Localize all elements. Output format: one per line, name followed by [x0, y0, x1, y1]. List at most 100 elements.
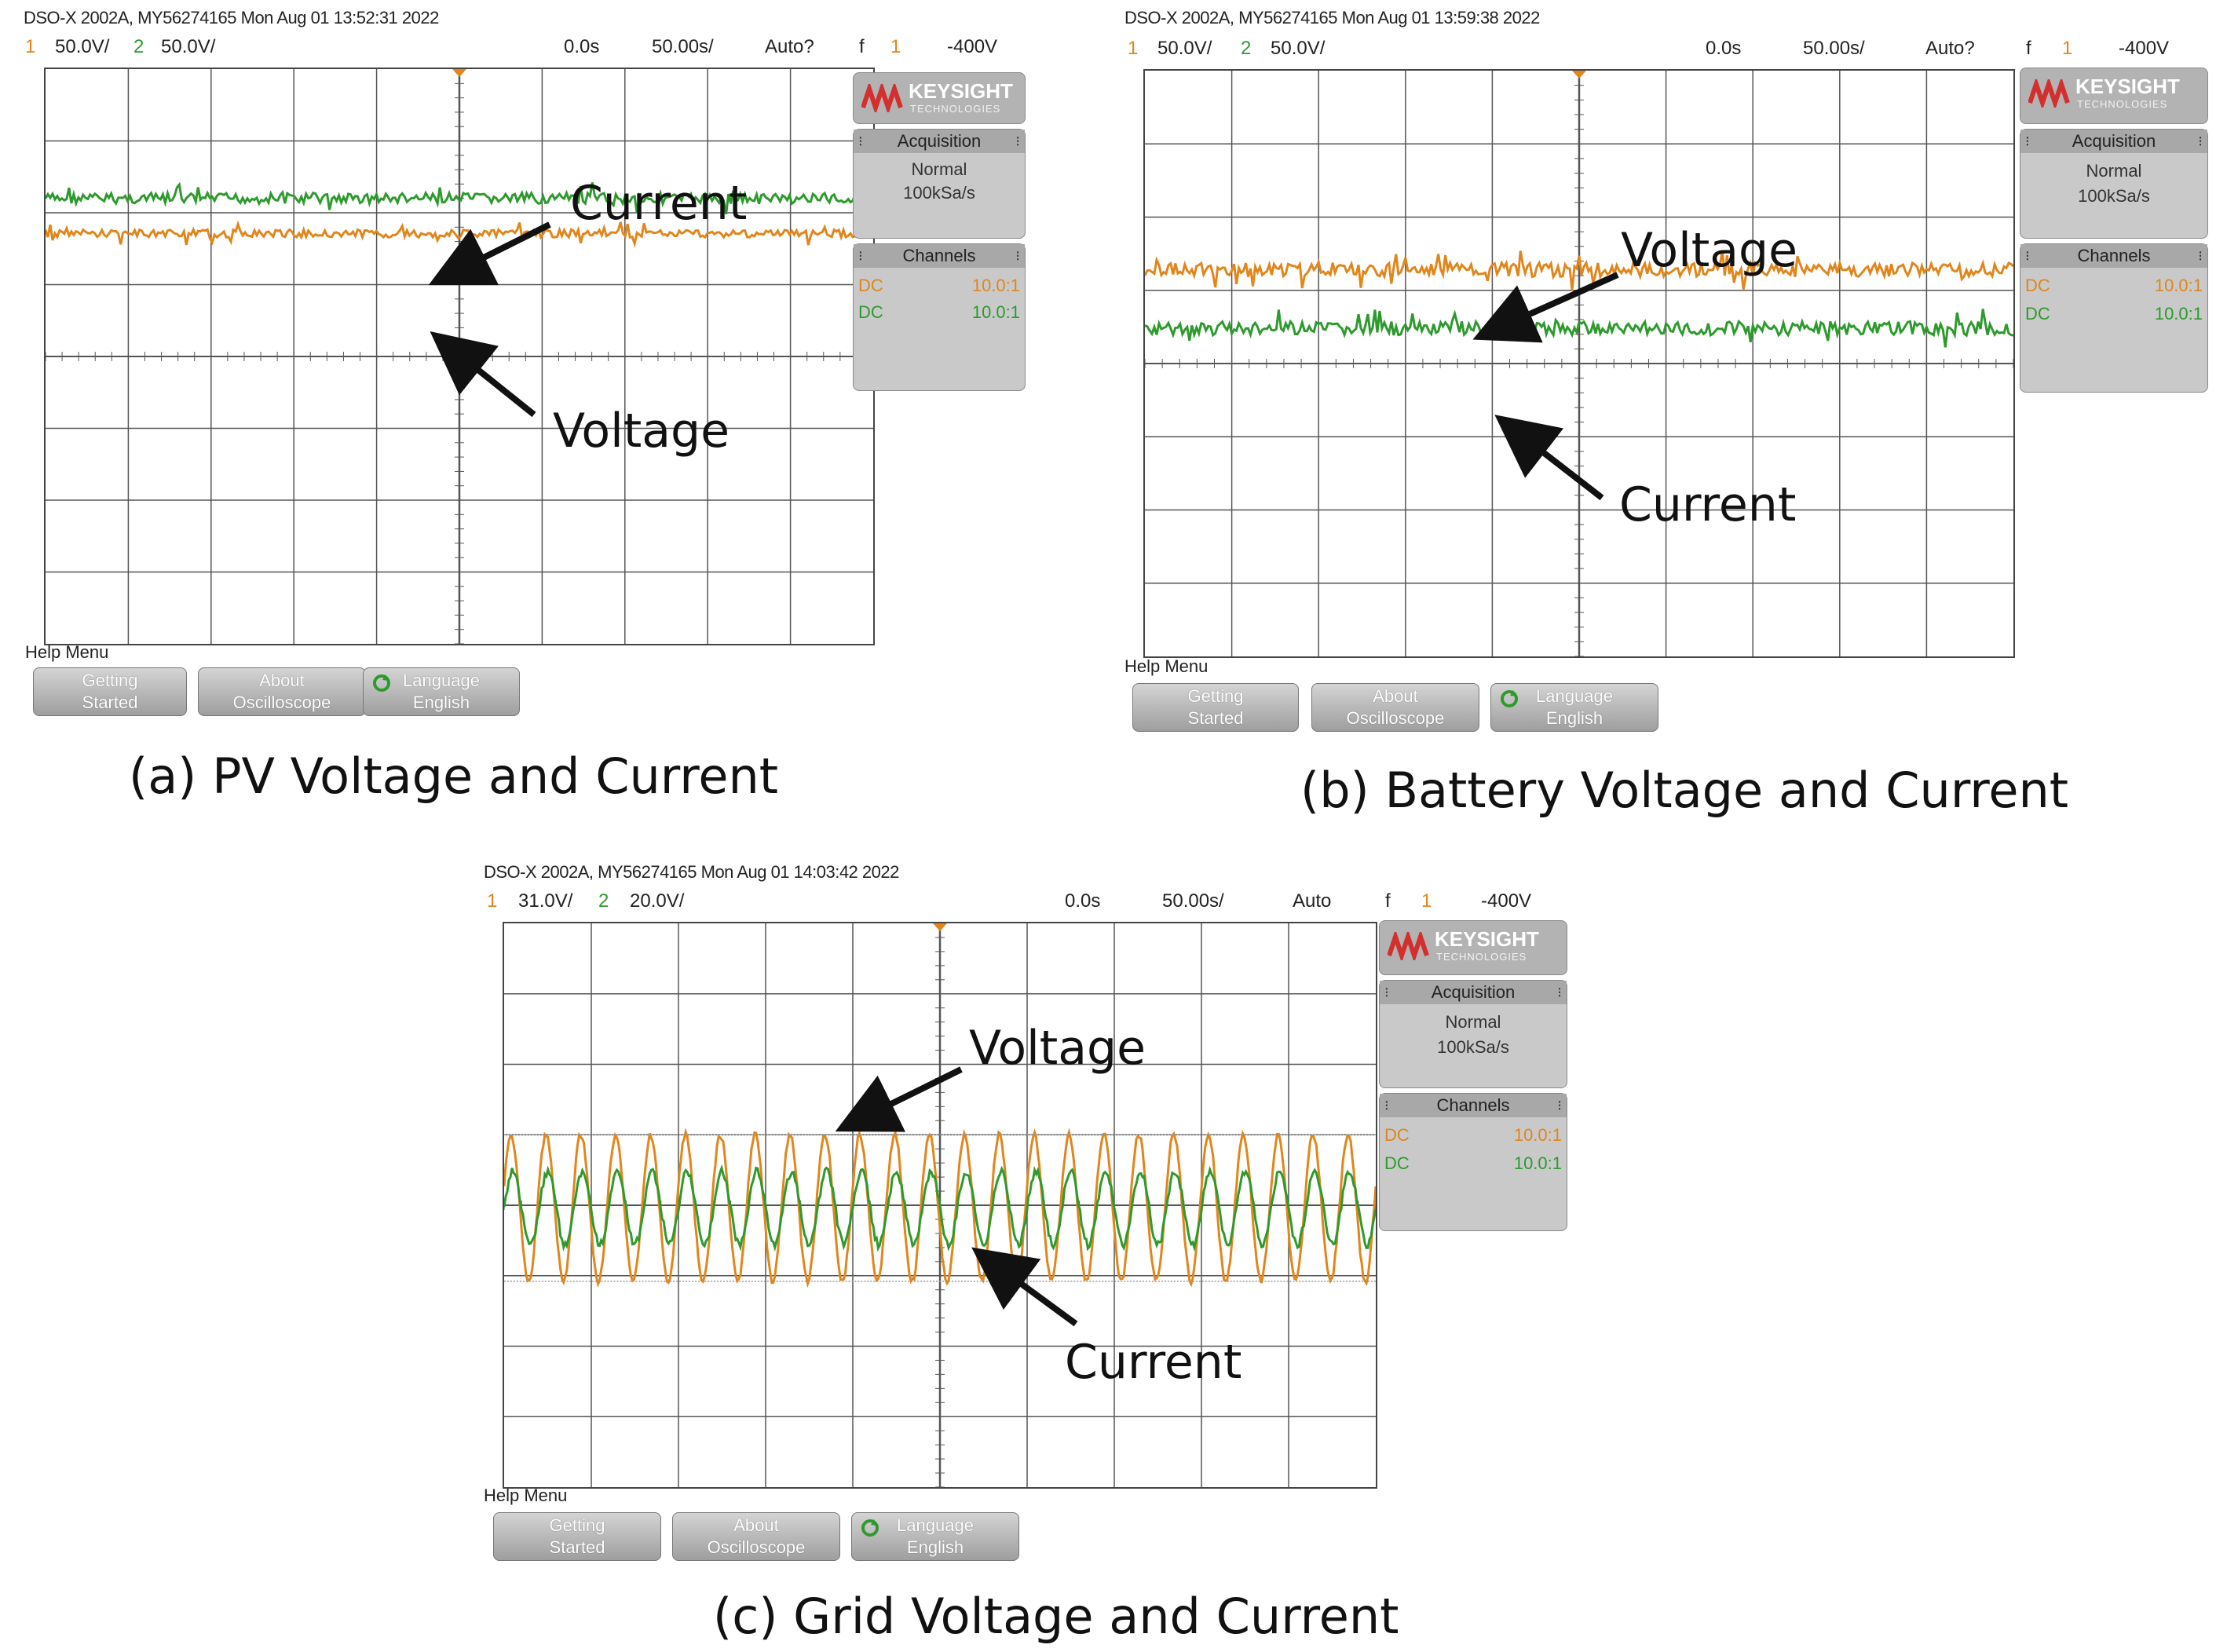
- scope-header: DSO-X 2002A, MY56274165 Mon Aug 01 14:03…: [484, 862, 899, 882]
- ch1-scale[interactable]: 50.0V/: [1157, 38, 1212, 59]
- channels-panel[interactable]: ⁝Channels⁝ DC 10.0:1 DC 10.0:1: [1379, 1093, 1567, 1231]
- side-panel: KEYSIGHT TECHNOLOGIES ⁝Acquisition⁝ Norm…: [1379, 920, 1567, 1234]
- keysight-wave-icon: [2028, 79, 2070, 108]
- ch2-scale[interactable]: 50.0V/: [161, 36, 216, 57]
- ch2-number[interactable]: 2: [598, 890, 609, 912]
- trigger-level[interactable]: -400V: [1481, 890, 1532, 912]
- acq-rate: 100kSa/s: [2078, 186, 2150, 206]
- keysight-wave-icon: [861, 84, 903, 112]
- channels-title: ⁝Channels⁝: [2020, 244, 2207, 268]
- waveform-display[interactable]: [44, 68, 875, 645]
- annotation-voltage: Voltage: [969, 1021, 1146, 1076]
- scope-header: DSO-X 2002A, MY56274165 Mon Aug 01 13:52…: [24, 8, 439, 27]
- ch1-scale[interactable]: 31.0V/: [518, 890, 573, 912]
- trigger-position-marker: [1572, 71, 1586, 79]
- status-bar: 1 31.0V/ 2 20.0V/ 0.0s 50.00s/ Auto f 1 …: [484, 890, 1575, 917]
- trigger-channel[interactable]: 1: [1421, 890, 1432, 912]
- ch2-number[interactable]: 2: [1241, 38, 1252, 59]
- caption-c: (c) Grid Voltage and Current: [713, 1588, 1399, 1645]
- waveform-svg: [46, 69, 873, 644]
- keysight-wave-icon: [1388, 932, 1429, 960]
- logo-brand: KEYSIGHT: [2075, 75, 2180, 98]
- time-scale[interactable]: 50.00s/: [1162, 890, 1224, 912]
- ch2-number[interactable]: 2: [133, 36, 144, 57]
- ch1-coupling: DC: [1384, 1125, 1410, 1145]
- time-scale[interactable]: 50.00s/: [652, 36, 714, 57]
- ch2-trace: [46, 181, 873, 214]
- trigger-edge-icon: f: [859, 36, 865, 57]
- caption-a: (a) PV Voltage and Current: [129, 747, 779, 805]
- logo-sub: TECHNOLOGIES: [2077, 98, 2168, 110]
- ch2-scale[interactable]: 50.0V/: [1271, 38, 1326, 59]
- ch1-probe: 10.0:1: [1513, 1125, 1562, 1145]
- channels-panel[interactable]: ⁝Channels⁝ DC 10.0:1 DC 10.0:1: [2020, 243, 2208, 393]
- ch2-coupling: DC: [858, 302, 883, 322]
- status-bar: 1 50.0V/ 2 50.0V/ 0.0s 50.00s/ Auto? f 1…: [1124, 38, 2216, 64]
- acquisition-panel[interactable]: ⁝Acquisition⁝ Normal 100kSa/s: [853, 129, 1026, 239]
- acquisition-title: ⁝Acquisition⁝: [1380, 981, 1567, 1004]
- help-menu-label: Help Menu: [484, 1486, 568, 1505]
- help-menu-label: Help Menu: [1124, 656, 1209, 676]
- time-offset[interactable]: 0.0s: [564, 36, 600, 57]
- annotation-current: Current: [1065, 1335, 1242, 1390]
- logo-sub: TECHNOLOGIES: [1436, 951, 1527, 963]
- annotation-voltage: Voltage: [1621, 223, 1798, 278]
- trigger-edge-icon: f: [1385, 890, 1391, 912]
- ch2-trace: [504, 1164, 1376, 1252]
- waveform-display[interactable]: [1143, 69, 2015, 658]
- keysight-logo: KEYSIGHT TECHNOLOGIES: [2020, 68, 2208, 124]
- trigger-position-marker: [452, 69, 466, 77]
- ch1-probe: 10.0:1: [2154, 276, 2203, 295]
- acq-mode: Normal: [1445, 1012, 1501, 1032]
- acquisition-title: ⁝Acquisition⁝: [854, 130, 1025, 153]
- acq-mode: Normal: [2086, 161, 2142, 181]
- channels-panel[interactable]: ⁝Channels⁝ DC 10.0:1 DC 10.0:1: [853, 243, 1026, 391]
- keysight-logo: KEYSIGHT TECHNOLOGIES: [1379, 920, 1567, 975]
- scope-header: DSO-X 2002A, MY56274165 Mon Aug 01 13:59…: [1124, 8, 1540, 27]
- ch1-scale[interactable]: 50.0V/: [55, 36, 110, 57]
- scope-b: DSO-X 2002A, MY56274165 Mon Aug 01 13:59…: [1124, 8, 2216, 746]
- status-bar: 1 50.0V/ 2 50.0V/ 0.0s 50.00s/ Auto? f 1…: [24, 36, 1037, 63]
- trigger-channel[interactable]: 1: [890, 36, 901, 57]
- acquisition-title: ⁝Acquisition⁝: [2020, 130, 2207, 153]
- ch2-probe: 10.0:1: [971, 302, 1020, 322]
- trigger-level[interactable]: -400V: [947, 36, 998, 57]
- trigger-mode[interactable]: Auto?: [1925, 38, 1975, 59]
- ch1-number[interactable]: 1: [25, 36, 36, 57]
- logo-sub: TECHNOLOGIES: [910, 103, 1001, 115]
- time-offset[interactable]: 0.0s: [1706, 38, 1742, 59]
- ch1-number[interactable]: 1: [487, 890, 498, 912]
- help-menu-label: Help Menu: [25, 642, 109, 662]
- trigger-level[interactable]: -400V: [2119, 38, 2170, 59]
- trigger-position-marker: [933, 923, 947, 931]
- ch1-trace: [1145, 250, 2013, 291]
- refresh-icon: [373, 674, 390, 692]
- acquisition-panel[interactable]: ⁝Acquisition⁝ Normal 100kSa/s: [2020, 129, 2208, 239]
- trigger-mode[interactable]: Auto: [1293, 890, 1332, 912]
- acquisition-panel[interactable]: ⁝Acquisition⁝ Normal 100kSa/s: [1379, 980, 1567, 1088]
- time-offset[interactable]: 0.0s: [1065, 890, 1101, 912]
- scope-a: DSO-X 2002A, MY56274165 Mon Aug 01 13:52…: [24, 8, 1037, 730]
- ch2-scale[interactable]: 20.0V/: [630, 890, 685, 912]
- keysight-logo: KEYSIGHT TECHNOLOGIES: [853, 72, 1026, 124]
- ch2-coupling: DC: [2025, 304, 2050, 323]
- time-scale[interactable]: 50.00s/: [1803, 38, 1865, 59]
- waveform-display[interactable]: [503, 922, 1377, 1489]
- acq-rate: 100kSa/s: [903, 183, 975, 203]
- trigger-mode[interactable]: Auto?: [765, 36, 814, 57]
- channels-title: ⁝Channels⁝: [1380, 1094, 1567, 1117]
- refresh-icon: [861, 1519, 879, 1537]
- annotation-current: Current: [570, 176, 748, 231]
- trigger-channel[interactable]: 1: [2062, 38, 2073, 59]
- waveform-svg: [1145, 71, 2013, 656]
- ch1-number[interactable]: 1: [1128, 38, 1139, 59]
